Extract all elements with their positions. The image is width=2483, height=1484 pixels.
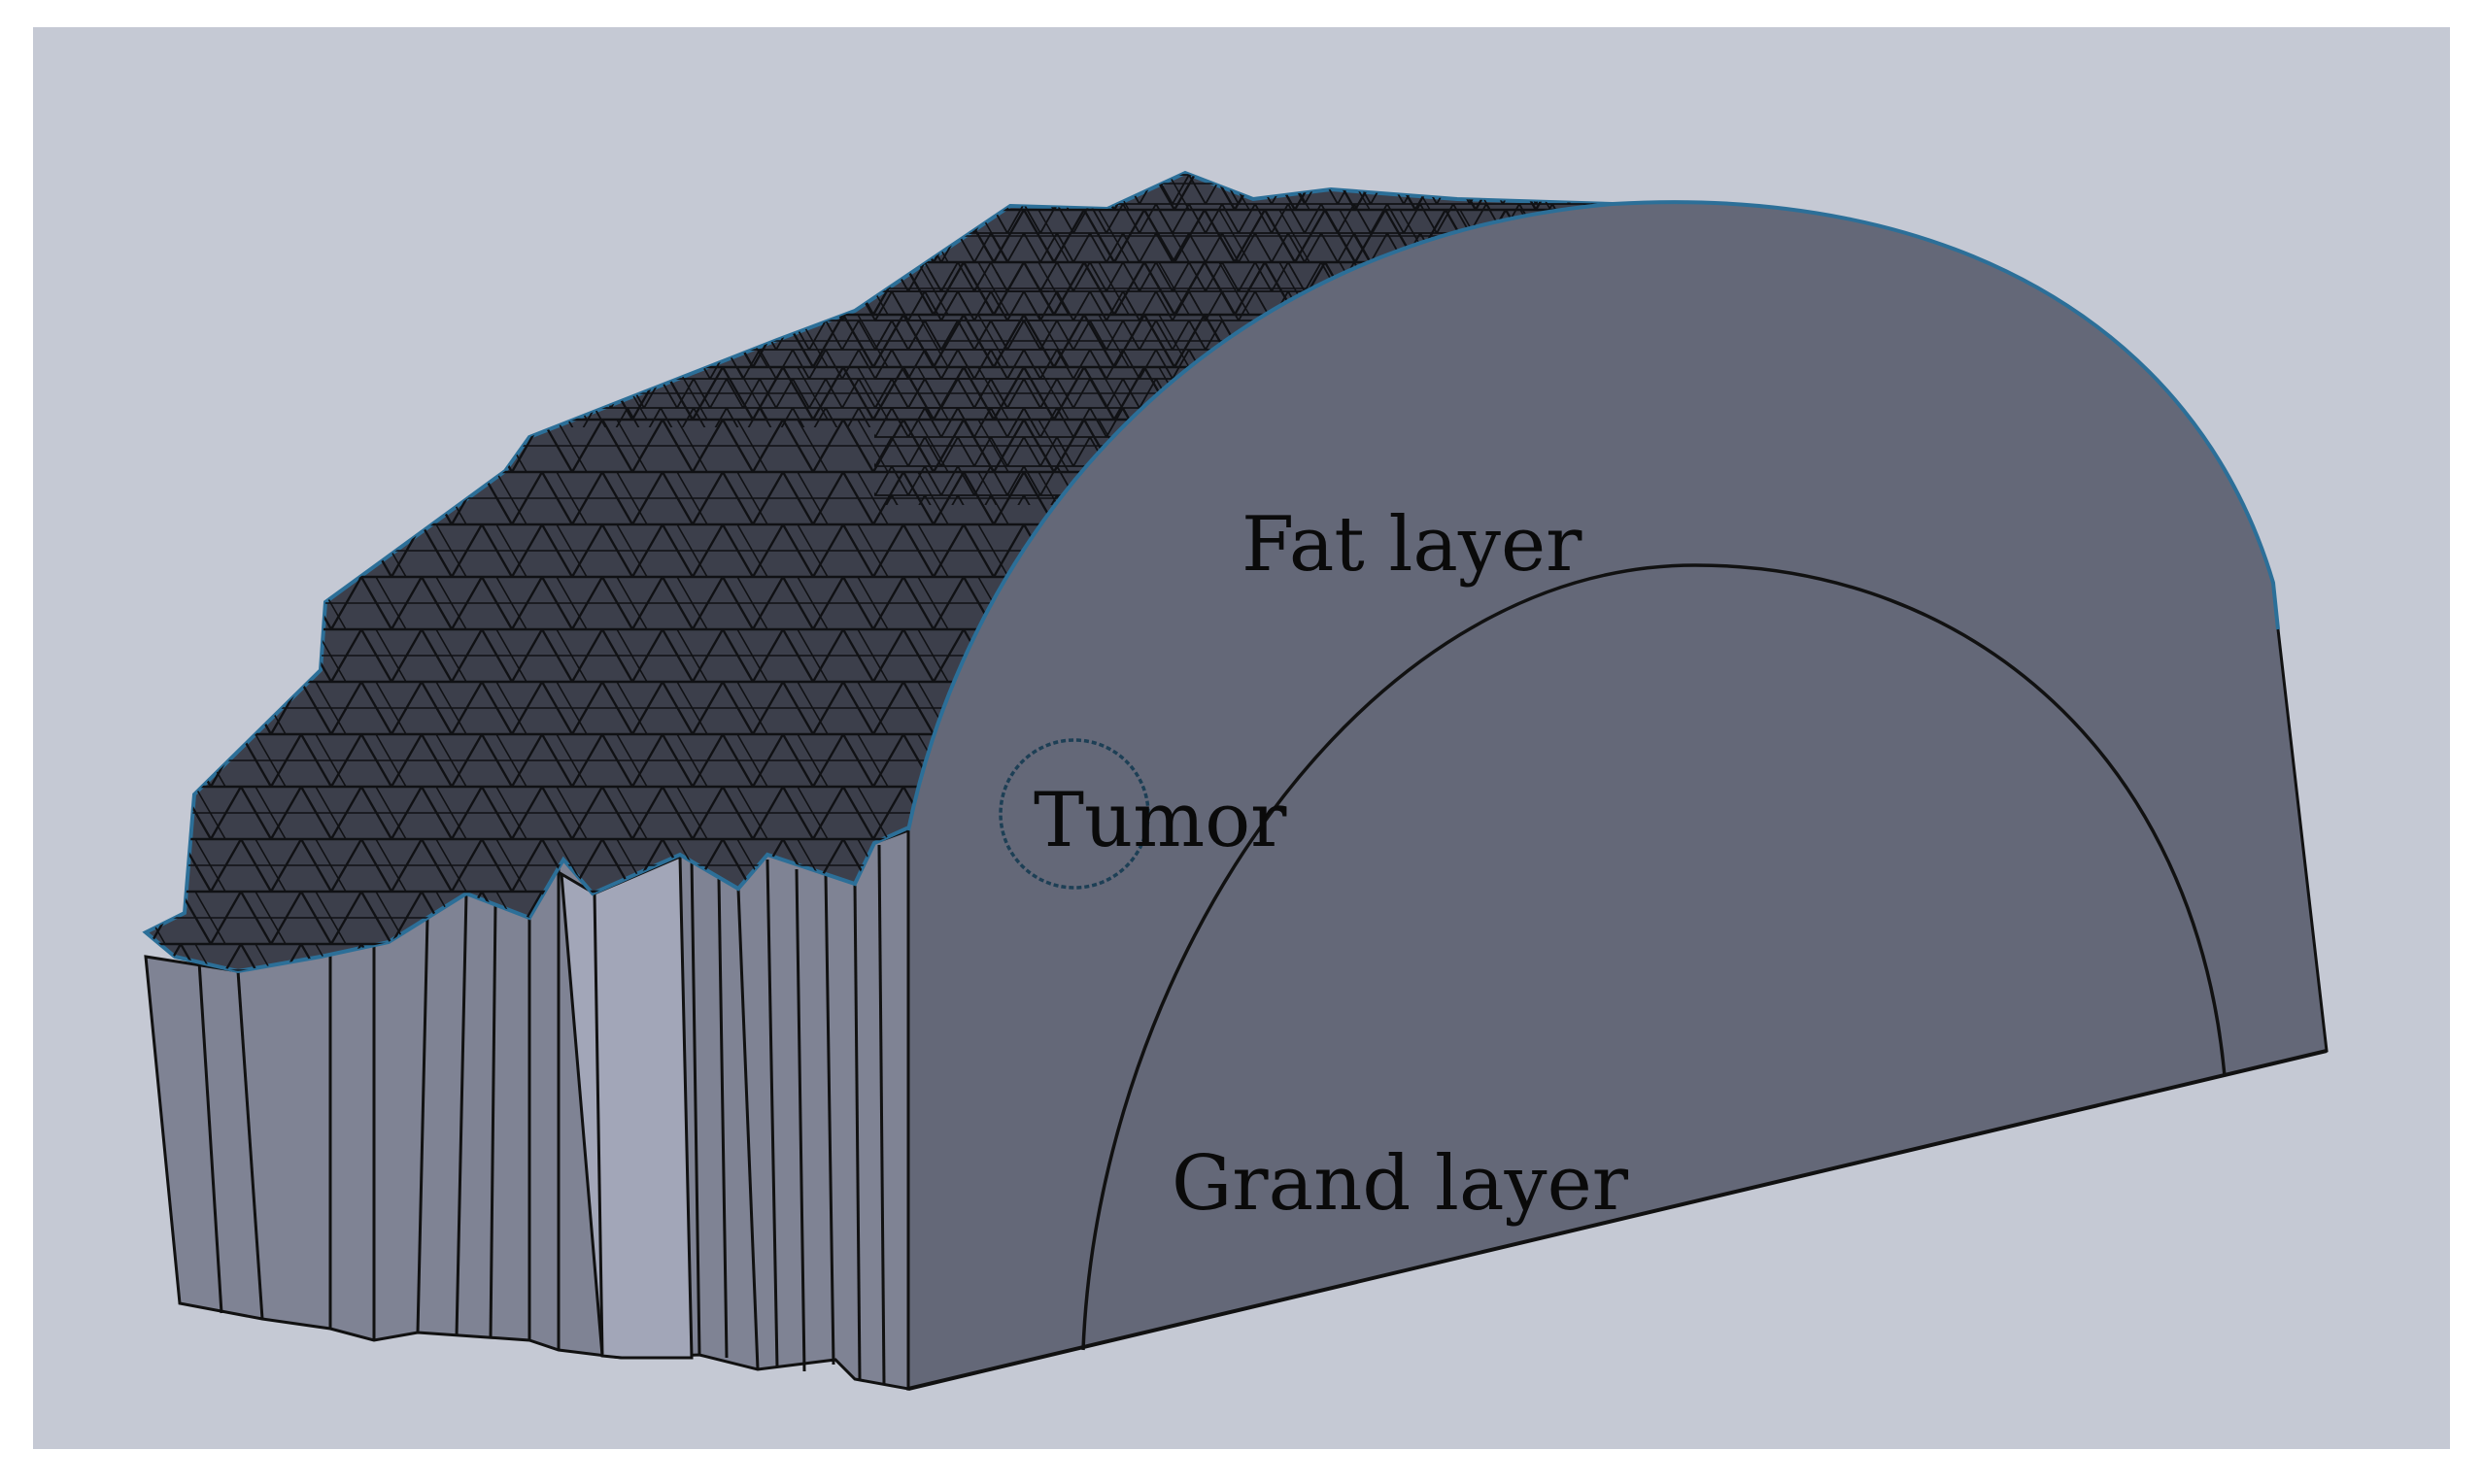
tumor-label: Tumor — [1034, 777, 1287, 864]
front-face — [906, 200, 2329, 1391]
grand-layer-boundary — [1081, 563, 2227, 1351]
grand-layer-label: Grand layer — [1172, 1140, 1629, 1228]
fat-layer-label: Fat layer — [1242, 501, 1582, 589]
tumor-circle — [999, 738, 1150, 890]
